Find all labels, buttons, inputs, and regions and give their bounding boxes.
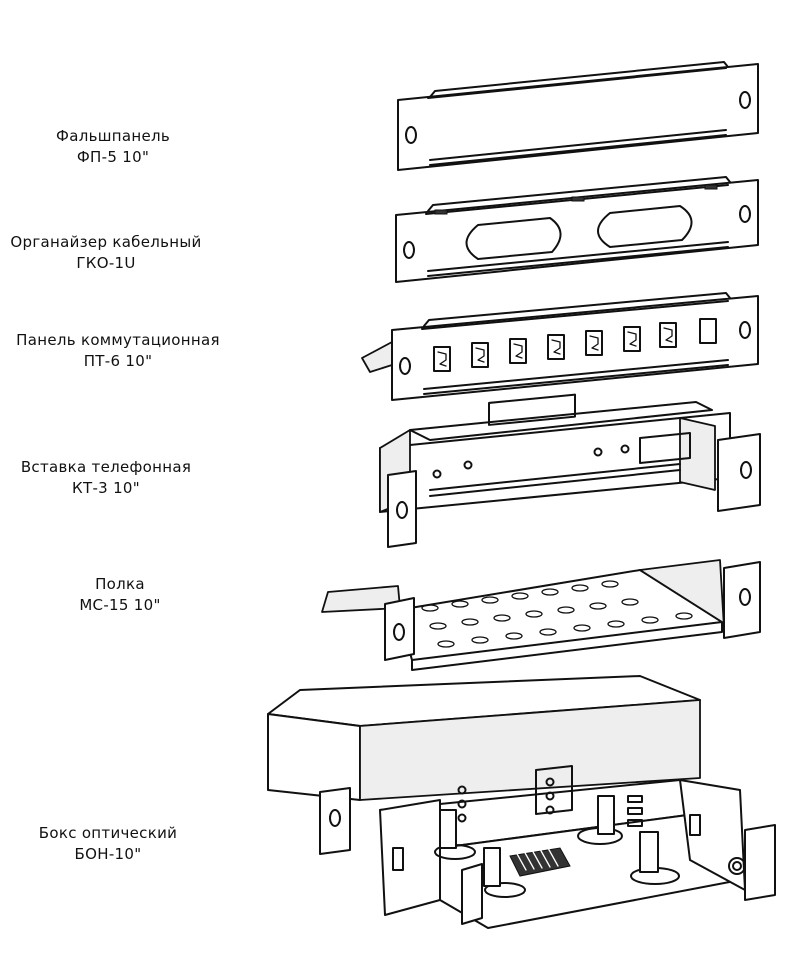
optical-box-tray-left-side (379, 799, 441, 916)
cable-organizer-drawing (395, 176, 759, 283)
blank-panel-left-slot (405, 126, 417, 144)
patch-panel-drawing (361, 292, 759, 401)
blank-panel-face (397, 63, 759, 171)
shelf-left-flange (321, 585, 401, 613)
phone-insert-code: КТ-3 10" (72, 479, 140, 497)
port-8-blank (699, 318, 717, 344)
label-shelf: Полка МС-15 10" (40, 574, 200, 616)
optical-box-drawing (267, 675, 776, 929)
optical-box-tray-left-front (461, 863, 483, 925)
blank-panel-name: Фальшпанель (55, 127, 171, 145)
phone-insert-right-side (679, 417, 716, 491)
shelf-vent-slots (421, 580, 693, 648)
port-5 (585, 330, 603, 356)
patch-panel-code: ПТ-6 10" (83, 352, 153, 370)
shelf-right-ear (723, 561, 761, 639)
blank-panel-right-slot (739, 91, 751, 109)
shelf-code: МС-15 10" (79, 596, 161, 614)
phone-insert-drawing (379, 393, 761, 548)
cable-organizer-opening-left (465, 217, 562, 260)
port-1 (433, 346, 451, 372)
patch-panel-name: Панель коммутационная (16, 331, 220, 349)
phone-insert-window (488, 393, 576, 426)
patch-panel-side-bracket (361, 341, 393, 373)
fiber-spool-3 (484, 882, 526, 898)
phone-insert-top-lip (409, 401, 713, 441)
blank-panel-code: ФП-5 10" (76, 148, 150, 166)
label-cable-organizer: Органайзер кабельный ГКО-1U (0, 232, 212, 274)
cable-organizer-opening-right (597, 205, 693, 248)
label-blank-panel: Фальшпанель ФП-5 10" (28, 126, 198, 168)
label-optical-box: Бокс оптический БОН-10" (18, 823, 198, 865)
optical-box-name: Бокс оптический (38, 824, 178, 842)
port-2 (471, 342, 489, 368)
cable-organizer-name: Органайзер кабельный (10, 233, 202, 251)
shelf-name: Полка (95, 575, 145, 593)
label-phone-insert: Вставка телефонная КТ-3 10" (0, 457, 212, 499)
label-patch-panel: Панель коммутационная ПТ-6 10" (0, 330, 236, 372)
patch-panel-ports (433, 318, 717, 372)
shelf-right-flange (639, 559, 725, 629)
blank-panel-drawing (397, 61, 759, 171)
optical-box-left-wall (267, 713, 361, 801)
phone-insert-left-ear (387, 470, 417, 548)
cable-organizer-face (395, 179, 759, 283)
shelf-drawing (321, 559, 761, 671)
port-7 (659, 322, 677, 348)
shelf-left-ear (384, 597, 415, 661)
optical-box-code: БОН-10" (74, 845, 142, 863)
optical-box-left-ear (319, 787, 351, 855)
port-3 (509, 338, 527, 364)
phone-insert-right-ear (717, 433, 761, 512)
optical-box-right-ear (744, 824, 776, 901)
port-4 (547, 334, 565, 360)
optical-box-back-wall (359, 699, 701, 801)
port-6 (623, 326, 641, 352)
blank-panel-top-flange (429, 61, 729, 98)
phone-insert-name: Вставка телефонная (20, 458, 192, 476)
cable-organizer-code: ГКО-1U (76, 254, 136, 272)
